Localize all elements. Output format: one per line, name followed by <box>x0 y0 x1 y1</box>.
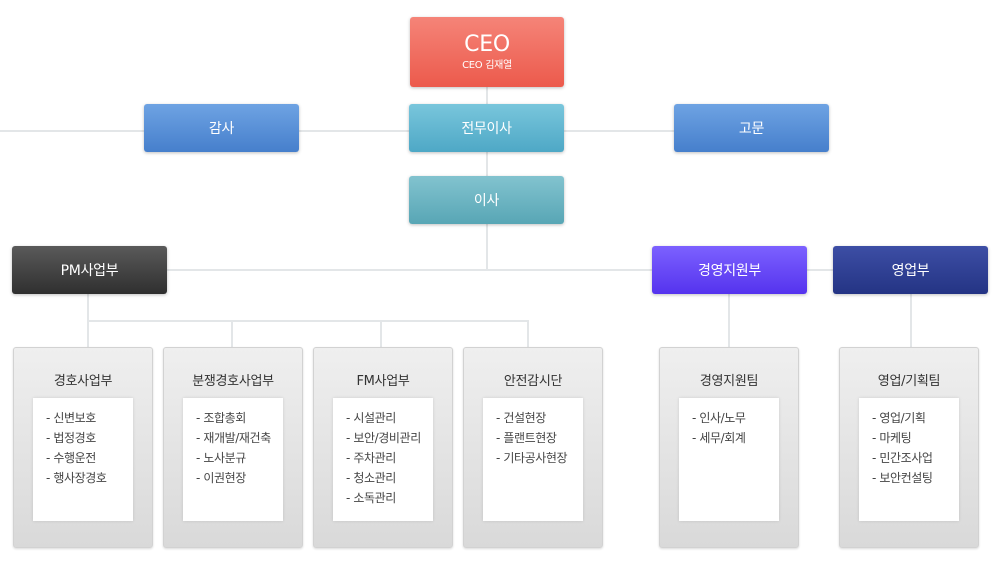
dept-item: - 노사분규 <box>196 451 246 465</box>
dept-card-sales-planning[interactable]: 영업/기획팀 - 영업/기획 - 마케팅 - 민간조사업 - 보안컨설팅 <box>839 347 979 548</box>
dept-body: - 건설현장 - 플랜트현장 - 기타공사현장 <box>483 398 583 521</box>
dept-item: - 마케팅 <box>872 431 912 445</box>
connector-division-horizontal <box>166 269 836 271</box>
dept-item: - 조합총회 <box>196 411 246 425</box>
dept-card-security[interactable]: 경호사업부 - 신변보호 - 법정경호 - 수행운전 - 행사장경호 <box>13 347 153 548</box>
dept-item-list: - 건설현장 - 플랜트현장 - 기타공사현장 <box>483 398 583 468</box>
connector-management-down <box>728 294 730 348</box>
managing-director-box[interactable]: 전무이사 <box>409 104 564 152</box>
dept-item-list: - 인사/노무 - 세무/회계 <box>679 398 779 448</box>
dept-item: - 기타공사현장 <box>496 451 568 465</box>
dept-item-list: - 조합총회 - 재개발/재건축 - 노사분규 - 이권현장 <box>183 398 283 488</box>
dept-title: 경호사업부 <box>53 374 113 389</box>
management-division-box[interactable]: 경영지원부 <box>652 246 807 294</box>
dept-item-list: - 신변보호 - 법정경호 - 수행운전 - 행사장경호 <box>33 398 133 488</box>
audit-label: 감사 <box>208 121 235 137</box>
pm-division-label: PM사업부 <box>60 263 119 279</box>
dept-item: - 법정경호 <box>46 431 96 445</box>
advisor-box[interactable]: 고문 <box>674 104 829 152</box>
dept-item: - 플랜트현장 <box>496 431 557 445</box>
ceo-box[interactable]: CEO CEO 김재열 <box>410 17 564 87</box>
audit-box[interactable]: 감사 <box>144 104 299 152</box>
dept-body: - 인사/노무 - 세무/회계 <box>679 398 779 521</box>
advisor-label: 고문 <box>738 121 765 137</box>
dept-card-fm[interactable]: FM사업부 - 시설관리 - 보안/경비관리 - 주차관리 - 청소관리 - 소… <box>313 347 453 548</box>
dept-title: 영업/기획팀 <box>877 374 941 389</box>
connector-sales-down <box>910 294 912 348</box>
dept-card-safety-watch[interactable]: 안전감시단 - 건설현장 - 플랜트현장 - 기타공사현장 <box>463 347 603 548</box>
director-label: 이사 <box>473 193 500 209</box>
sales-division-label: 영업부 <box>891 263 930 279</box>
connector-dept-3 <box>380 320 382 348</box>
dept-item: - 수행운전 <box>46 451 96 465</box>
dept-title: 경영지원팀 <box>699 374 759 389</box>
dept-item: - 주차관리 <box>346 451 396 465</box>
dept-item: - 청소관리 <box>346 471 396 485</box>
dept-item: - 세무/회계 <box>692 431 746 445</box>
connector-dept-2 <box>231 320 233 348</box>
dept-item: - 신변보호 <box>46 411 96 425</box>
dept-item: - 민간조사업 <box>872 451 933 465</box>
connector-staff-horizontal <box>0 130 680 132</box>
dept-item-list: - 영업/기획 - 마케팅 - 민간조사업 - 보안컨설팅 <box>859 398 959 488</box>
connector-pm-branch <box>87 320 529 322</box>
dept-item: - 행사장경호 <box>46 471 107 485</box>
dept-item: - 재개발/재건축 <box>196 431 271 445</box>
ceo-name: CEO 김재열 <box>462 59 512 71</box>
dept-body: - 시설관리 - 보안/경비관리 - 주차관리 - 청소관리 - 소독관리 <box>333 398 433 521</box>
pm-division-box[interactable]: PM사업부 <box>12 246 167 294</box>
dept-card-dispute-security[interactable]: 분쟁경호사업부 - 조합총회 - 재개발/재건축 - 노사분규 - 이권현장 <box>163 347 303 548</box>
dept-item: - 인사/노무 <box>692 411 746 425</box>
dept-body: - 조합총회 - 재개발/재건축 - 노사분규 - 이권현장 <box>183 398 283 521</box>
director-box[interactable]: 이사 <box>409 176 564 224</box>
sales-division-box[interactable]: 영업부 <box>833 246 988 294</box>
connector-dept-4 <box>527 320 529 348</box>
ceo-title: CEO <box>464 31 510 57</box>
dept-item: - 보안컨설팅 <box>872 471 933 485</box>
dept-item: - 영업/기획 <box>872 411 926 425</box>
dept-title: FM사업부 <box>356 374 410 389</box>
dept-body: - 신변보호 - 법정경호 - 수행운전 - 행사장경호 <box>33 398 133 521</box>
management-division-label: 경영지원부 <box>698 263 761 279</box>
dept-title: 분쟁경호사업부 <box>192 374 274 389</box>
dept-title: 안전감시단 <box>503 374 563 389</box>
dept-item: - 이권현장 <box>196 471 246 485</box>
dept-body: - 영업/기획 - 마케팅 - 민간조사업 - 보안컨설팅 <box>859 398 959 521</box>
managing-director-label: 전무이사 <box>461 121 512 137</box>
dept-item: - 보안/경비관리 <box>346 431 421 445</box>
dept-item: - 소독관리 <box>346 491 396 505</box>
dept-item-list: - 시설관리 - 보안/경비관리 - 주차관리 - 청소관리 - 소독관리 <box>333 398 433 508</box>
dept-card-management-support[interactable]: 경영지원팀 - 인사/노무 - 세무/회계 <box>659 347 799 548</box>
dept-item: - 건설현장 <box>496 411 546 425</box>
dept-item: - 시설관리 <box>346 411 396 425</box>
